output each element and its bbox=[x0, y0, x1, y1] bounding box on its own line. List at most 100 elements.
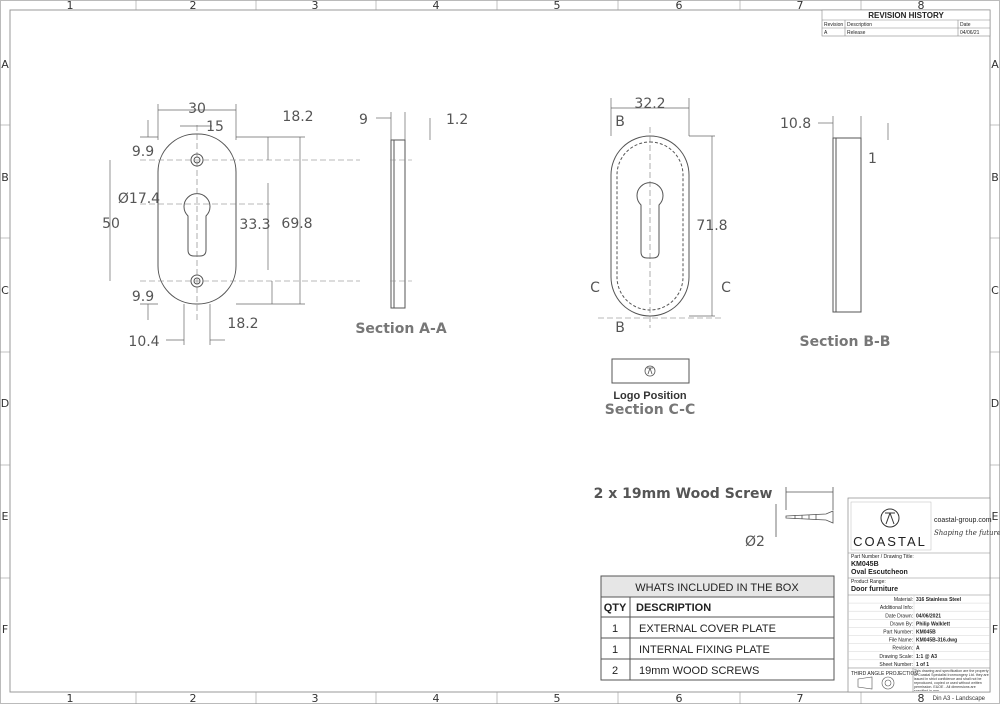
row-label-left: D bbox=[1, 397, 9, 410]
section-bb-label: Section B-B bbox=[800, 334, 891, 350]
brand-website: coastal-group.com bbox=[934, 517, 992, 524]
row-label-right: F bbox=[992, 623, 998, 636]
col-label-bottom: 7 bbox=[797, 692, 804, 704]
dim-10-8: 10.8 bbox=[780, 116, 811, 132]
col-label-bottom: 5 bbox=[554, 692, 561, 704]
field-label: Sheet Number: bbox=[879, 662, 913, 668]
row-label-left: C bbox=[1, 284, 9, 297]
oval-view bbox=[598, 127, 722, 328]
col-label-top: 2 bbox=[190, 0, 197, 12]
rev-header: Description bbox=[847, 22, 872, 28]
logo-position-icon bbox=[644, 365, 656, 377]
box-row-desc: INTERNAL FIXING PLATE bbox=[639, 644, 770, 656]
col-label-top: 4 bbox=[433, 0, 440, 12]
keyhole-cutout bbox=[183, 193, 211, 257]
box-row-qty: 2 bbox=[612, 665, 618, 677]
oval-dims bbox=[610, 98, 715, 317]
section-b-marker-bottom: B bbox=[615, 320, 625, 336]
field-label: Date Drawn: bbox=[885, 613, 913, 619]
column-labels: 1 2 3 4 5 6 7 8 1 2 3 4 5 6 7 8 bbox=[67, 0, 925, 704]
logo-position-caption: Logo Position bbox=[613, 390, 687, 402]
dim-32-2: 32.2 bbox=[634, 96, 665, 112]
col-label-top: 6 bbox=[676, 0, 683, 12]
field-label: Revision: bbox=[892, 646, 913, 652]
part-number: KM045B bbox=[851, 561, 879, 568]
row-label-left: F bbox=[2, 623, 8, 636]
front-dim-labels: 30 15 18.2 9.9 Ø17.4 50 33.3 69.8 9.9 18… bbox=[102, 101, 314, 350]
box-table-title: WHATS INCLUDED IN THE BOX bbox=[635, 582, 799, 594]
revision-history-table: REVISION HISTORY Revision Description Da… bbox=[821, 9, 991, 37]
wood-screw-drawing bbox=[775, 487, 834, 537]
drawing-frame bbox=[9, 9, 991, 693]
rev-cell: A bbox=[824, 30, 828, 36]
row-label-right: E bbox=[992, 510, 999, 523]
projection-label: THIRD ANGLE PROJECTION bbox=[851, 671, 918, 677]
sheet-format: Din A3 - Landscape bbox=[933, 696, 986, 702]
col-label-top: 8 bbox=[918, 0, 925, 12]
screw-diameter: Ø2 bbox=[745, 534, 765, 550]
box-header-qty: QTY bbox=[604, 602, 627, 614]
confidentiality-note: This drawing and specification are the p… bbox=[914, 669, 989, 691]
field-label: Drawing Scale: bbox=[879, 654, 913, 660]
section-aa-dims bbox=[376, 112, 431, 140]
range-value: Door furniture bbox=[851, 586, 898, 593]
field-value: KM045B-316.dwg bbox=[916, 638, 957, 644]
front-view bbox=[140, 125, 360, 320]
section-c-marker-left: C bbox=[590, 280, 600, 296]
field-value: 1:1 @ A3 bbox=[916, 654, 937, 660]
field-value: 1 of 1 bbox=[916, 662, 929, 668]
row-labels: A B C D E F A B C D E F bbox=[1, 58, 999, 636]
dim-diameter-17-4: Ø17.4 bbox=[118, 191, 160, 207]
front-dimensions bbox=[109, 104, 305, 345]
section-cc-outline bbox=[611, 358, 690, 384]
projection-symbol-icon bbox=[857, 676, 895, 690]
col-label-top: 3 bbox=[312, 0, 319, 12]
dim-50: 50 bbox=[102, 216, 120, 232]
rev-header: Revision bbox=[824, 22, 843, 28]
dim-18-2-top: 18.2 bbox=[282, 109, 313, 125]
row-label-left: A bbox=[1, 58, 9, 71]
dim-10-4: 10.4 bbox=[128, 334, 159, 350]
part-title: Oval Escutcheon bbox=[851, 569, 908, 576]
box-header-description: DESCRIPTION bbox=[636, 602, 711, 614]
section-b-marker-top: B bbox=[615, 114, 625, 130]
keyhole-oval bbox=[636, 182, 664, 259]
section-c-marker-right: C bbox=[721, 280, 731, 296]
dim-71-8: 71.8 bbox=[696, 218, 727, 234]
row-label-right: C bbox=[991, 284, 999, 297]
box-row-qty: 1 bbox=[612, 623, 618, 635]
rev-cell: 04/06/21 bbox=[960, 30, 980, 36]
section-aa-view bbox=[390, 139, 412, 309]
dim-15: 15 bbox=[206, 119, 224, 135]
field-label: Additional Info: bbox=[880, 605, 913, 611]
coastal-logo-icon bbox=[880, 508, 900, 528]
revision-title: REVISION HISTORY bbox=[868, 11, 944, 20]
col-label-bottom: 3 bbox=[312, 692, 319, 704]
box-row-qty: 1 bbox=[612, 644, 618, 656]
field-label: Drawn By: bbox=[890, 621, 913, 627]
field-label: Material: bbox=[894, 597, 913, 603]
field-value: 316 Stainless Steel bbox=[916, 597, 962, 603]
field-value: Philip Walklett bbox=[916, 621, 950, 627]
col-label-bottom: 4 bbox=[433, 692, 440, 704]
col-label-top: 1 bbox=[67, 0, 74, 12]
dim-9-9-bottom: 9.9 bbox=[132, 289, 154, 305]
brand-tagline: Shaping the future bbox=[934, 529, 1000, 537]
field-value: A bbox=[916, 646, 920, 652]
col-label-top: 7 bbox=[797, 0, 804, 12]
dim-33-3: 33.3 bbox=[239, 217, 270, 233]
box-row-desc: EXTERNAL COVER PLATE bbox=[639, 623, 776, 635]
rev-header: Date bbox=[960, 22, 971, 28]
col-label-bottom: 6 bbox=[676, 692, 683, 704]
row-label-right: A bbox=[991, 58, 999, 71]
brand-name: COASTAL bbox=[853, 534, 927, 549]
col-label-bottom: 2 bbox=[190, 692, 197, 704]
row-label-left: E bbox=[2, 510, 9, 523]
row-label-left: B bbox=[1, 171, 9, 184]
screw-label: 2 x 19mm Wood Screw bbox=[594, 486, 773, 502]
field-value: 04/06/2021 bbox=[916, 613, 941, 619]
dim-1-2: 1.2 bbox=[446, 112, 468, 128]
